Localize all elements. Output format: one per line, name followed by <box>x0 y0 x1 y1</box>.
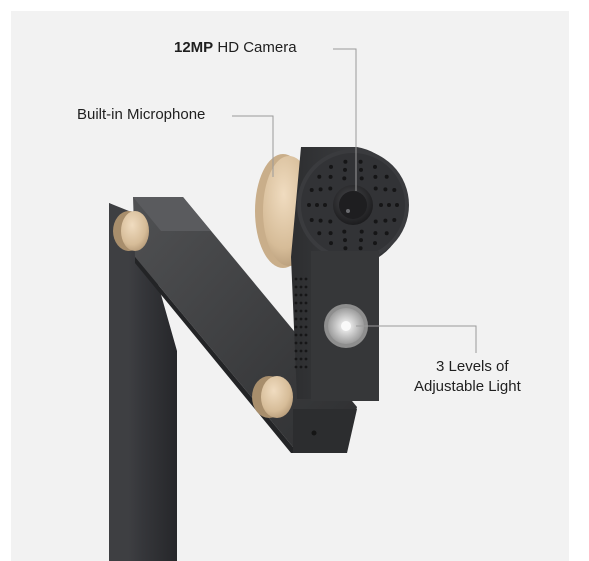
product-image-panel: 12MP HD Camera Built-in Microphone 3 Lev… <box>11 11 569 561</box>
camera-head <box>291 147 409 401</box>
microphone-grille-icon <box>294 277 308 369</box>
mic-hole <box>299 317 303 321</box>
mic-hole <box>294 317 298 321</box>
camera-description-text: HD Camera <box>213 39 297 56</box>
mic-hole <box>294 325 298 329</box>
mic-hole <box>294 357 298 361</box>
grille-hole <box>395 203 399 207</box>
camera-callout-label: 12MP HD Camera <box>174 38 297 58</box>
mic-hole <box>299 365 303 369</box>
mic-hole <box>294 309 298 313</box>
mic-hole <box>304 301 308 305</box>
light-callout-line-2: Adjustable Light <box>414 378 521 395</box>
mic-hole <box>304 341 308 345</box>
grille-hole <box>323 203 327 207</box>
grille-hole <box>373 186 378 191</box>
grille-hole <box>373 164 377 169</box>
mic-hole <box>299 301 303 305</box>
grille-hole <box>329 241 333 246</box>
grille-hole <box>343 159 348 164</box>
grille-hole <box>342 229 347 234</box>
mic-hole <box>299 341 303 345</box>
grille-hole <box>307 203 311 207</box>
grille-hole <box>383 218 388 223</box>
mic-hole <box>304 309 308 313</box>
grille-hole <box>318 218 323 223</box>
mic-hole <box>304 293 308 297</box>
grille-hole <box>359 229 364 234</box>
grille-hole <box>359 167 363 172</box>
grille-hole <box>387 203 391 207</box>
mic-hole <box>304 317 308 321</box>
mic-hole <box>294 333 298 337</box>
mic-hole <box>294 277 298 281</box>
grille-hole <box>392 218 397 222</box>
grille-hole <box>342 176 347 181</box>
mic-hole <box>304 349 308 353</box>
camera-lens-icon <box>333 185 373 225</box>
mic-hole <box>304 277 308 281</box>
mic-hole <box>304 325 308 329</box>
mic-hole <box>304 365 308 369</box>
upper-knob <box>113 211 149 251</box>
grille-hole <box>328 186 333 191</box>
grille-hole <box>392 188 397 192</box>
mic-hole <box>299 277 303 281</box>
grille-hole <box>343 238 347 243</box>
grille-hole <box>317 231 322 236</box>
grille-hole <box>384 174 389 179</box>
document-camera-illustration <box>109 48 477 561</box>
mic-hole <box>294 349 298 353</box>
grille-hole <box>318 187 323 192</box>
mic-hole <box>294 365 298 369</box>
mic-hole <box>299 357 303 361</box>
grille-hole <box>328 174 333 179</box>
grille-hole <box>329 164 333 169</box>
grille-hole <box>343 246 348 251</box>
grille-hole <box>309 218 314 222</box>
grille-hole <box>384 231 389 236</box>
mic-hole <box>294 301 298 305</box>
light-callout-label: 3 Levels of Adjustable Light <box>414 357 521 397</box>
grille-hole <box>328 219 333 224</box>
mic-hole <box>299 349 303 353</box>
mic-hole <box>294 293 298 297</box>
grille-hole <box>359 238 363 243</box>
mic-hole <box>304 357 308 361</box>
grille-hole <box>383 187 388 192</box>
lower-knob <box>252 376 293 418</box>
grille-hole <box>317 174 322 179</box>
mic-hole <box>299 309 303 313</box>
grille-hole <box>315 203 319 207</box>
microphone-callout-label: Built-in Microphone <box>77 106 206 123</box>
mic-hole <box>304 333 308 337</box>
grille-hole <box>373 174 378 179</box>
led-light-icon <box>324 304 368 348</box>
mic-hole <box>299 293 303 297</box>
grille-hole <box>343 167 347 172</box>
light-callout-line-1: 3 Levels of <box>436 358 509 375</box>
mic-hole <box>294 285 298 289</box>
grille-hole <box>358 159 363 164</box>
mic-hole <box>299 325 303 329</box>
mic-hole <box>299 285 303 289</box>
grille-hole <box>359 176 364 181</box>
grille-hole <box>358 246 363 251</box>
callout-lines <box>232 48 477 353</box>
grille-hole <box>373 219 378 224</box>
head-bracket <box>293 409 357 453</box>
grille-hole <box>373 241 377 246</box>
grille-hole <box>373 231 378 236</box>
camera-resolution-text: 12MP <box>174 39 214 56</box>
mic-hole <box>304 285 308 289</box>
grille-hole <box>379 203 383 207</box>
grille-hole <box>328 231 333 236</box>
mic-hole <box>299 333 303 337</box>
grille-hole <box>309 188 314 192</box>
mic-hole <box>294 341 298 345</box>
lens-grille <box>307 159 399 251</box>
